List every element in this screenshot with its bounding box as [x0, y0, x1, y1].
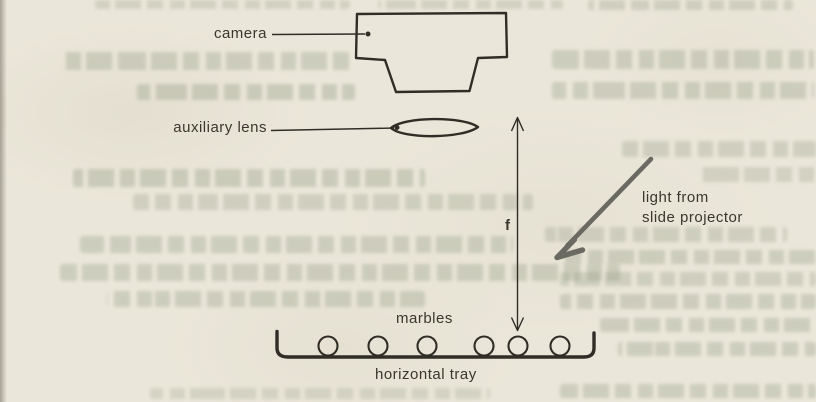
lens-leader-line	[270, 127, 395, 132]
marble	[473, 335, 495, 357]
marble	[367, 335, 389, 357]
marble	[317, 335, 339, 357]
camera-anchor-dot	[365, 31, 371, 37]
light-source-label: light from slide projector	[642, 189, 743, 226]
auxiliary-lens-label: auxiliary lens	[173, 119, 267, 136]
ghost-text-band	[80, 236, 513, 253]
ghost-text-band	[588, 0, 793, 10]
ghost-text-band	[552, 82, 814, 99]
horizontal-tray-label: horizontal tray	[375, 366, 477, 383]
auxiliary-lens-shape	[389, 117, 480, 138]
ghost-text-band	[560, 250, 816, 264]
ghost-text-band	[95, 0, 350, 9]
ghost-text-band	[600, 318, 816, 332]
camera-label: camera	[213, 25, 267, 42]
light-arrowhead-icon	[554, 236, 586, 261]
camera-leader-line	[271, 33, 366, 36]
ghost-text-band	[618, 342, 816, 356]
tray-shape	[275, 329, 596, 359]
ghost-text-band	[133, 194, 533, 210]
focal-length-label: f	[505, 217, 511, 234]
ghost-text-band	[560, 384, 816, 398]
marble	[549, 335, 571, 357]
ghost-text-band	[150, 388, 490, 399]
page-edge-shadow	[0, 0, 7, 402]
ghost-text-band	[73, 169, 425, 187]
ghost-text-band	[622, 141, 816, 157]
f-arrow-up-icon	[510, 116, 525, 132]
light-arrow-shaft	[564, 156, 654, 249]
marbles-group	[317, 335, 571, 357]
ghost-text-band	[560, 294, 816, 309]
focal-length-dimension-line	[510, 116, 525, 332]
marble	[507, 335, 529, 357]
ghost-text-band	[552, 50, 814, 69]
marbles-label: marbles	[396, 310, 453, 327]
ghost-text-band	[137, 84, 355, 100]
ghost-text-band	[700, 167, 816, 182]
marble	[416, 335, 438, 357]
ghost-text-band	[560, 272, 816, 286]
ghost-text-band	[62, 52, 352, 70]
f-arrow-down-icon	[510, 317, 525, 332]
ghost-text-band	[545, 227, 787, 242]
camera-outline	[354, 11, 509, 94]
ghost-text-band	[378, 0, 563, 9]
ghost-text-band	[107, 291, 425, 307]
light-arrow	[554, 156, 654, 261]
ghost-text-band	[60, 264, 620, 281]
